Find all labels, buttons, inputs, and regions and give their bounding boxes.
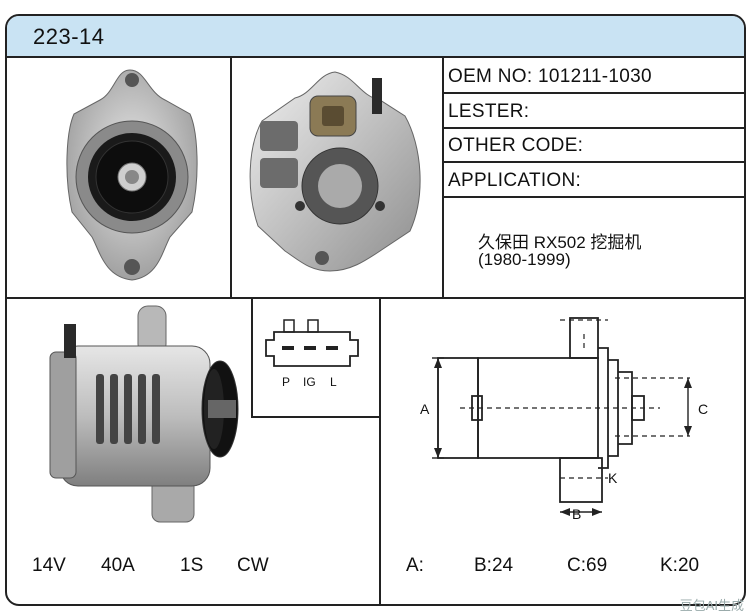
application-vehicle: 久保田 RX502 挖掘机 [478,233,642,252]
alternator-rear-image [249,71,421,272]
spec-voltage: 14V [32,555,66,576]
connector-diagram [265,319,359,367]
other-code-label: OTHER CODE: [448,135,584,156]
dimension-diagram [432,317,692,516]
divider [230,58,232,298]
spec-dim-a: A: [406,555,424,576]
divider [442,127,744,129]
pin-label-ig: IG [303,375,316,389]
application-label: APPLICATION: [448,170,582,191]
divider [442,161,744,163]
divider [442,196,744,198]
watermark-text: 豆包AI生成 [679,598,744,613]
lester-label: LESTER: [448,101,530,122]
divider [251,297,253,417]
part-number-title: 223-14 [33,24,105,49]
spec-dim-k: K:20 [660,555,700,576]
divider [251,416,379,418]
dimension-label-a: A [420,401,430,417]
dimension-label-b: B [572,506,582,522]
divider [7,297,744,299]
divider [442,92,744,94]
application-years: (1980-1999) [478,250,571,269]
header-bar: 223-14 [7,16,744,58]
spec-rotation: CW [237,555,269,576]
divider [442,58,444,298]
divider [379,297,381,604]
spec-amperage: 40A [101,555,135,576]
dimension-label-k: K [608,470,618,486]
alternator-side-image [49,305,239,523]
spec-dim-c: C:69 [567,555,608,576]
spec-pulley: 1S [180,555,204,576]
spec-dim-b: B:24 [474,555,514,576]
dimension-label-c: C [698,401,709,417]
alternator-front-image [66,69,198,281]
pin-label-p: P [282,375,291,389]
oem-number: OEM NO: 101211-1030 [448,66,652,87]
pin-label-l: L [330,375,337,389]
